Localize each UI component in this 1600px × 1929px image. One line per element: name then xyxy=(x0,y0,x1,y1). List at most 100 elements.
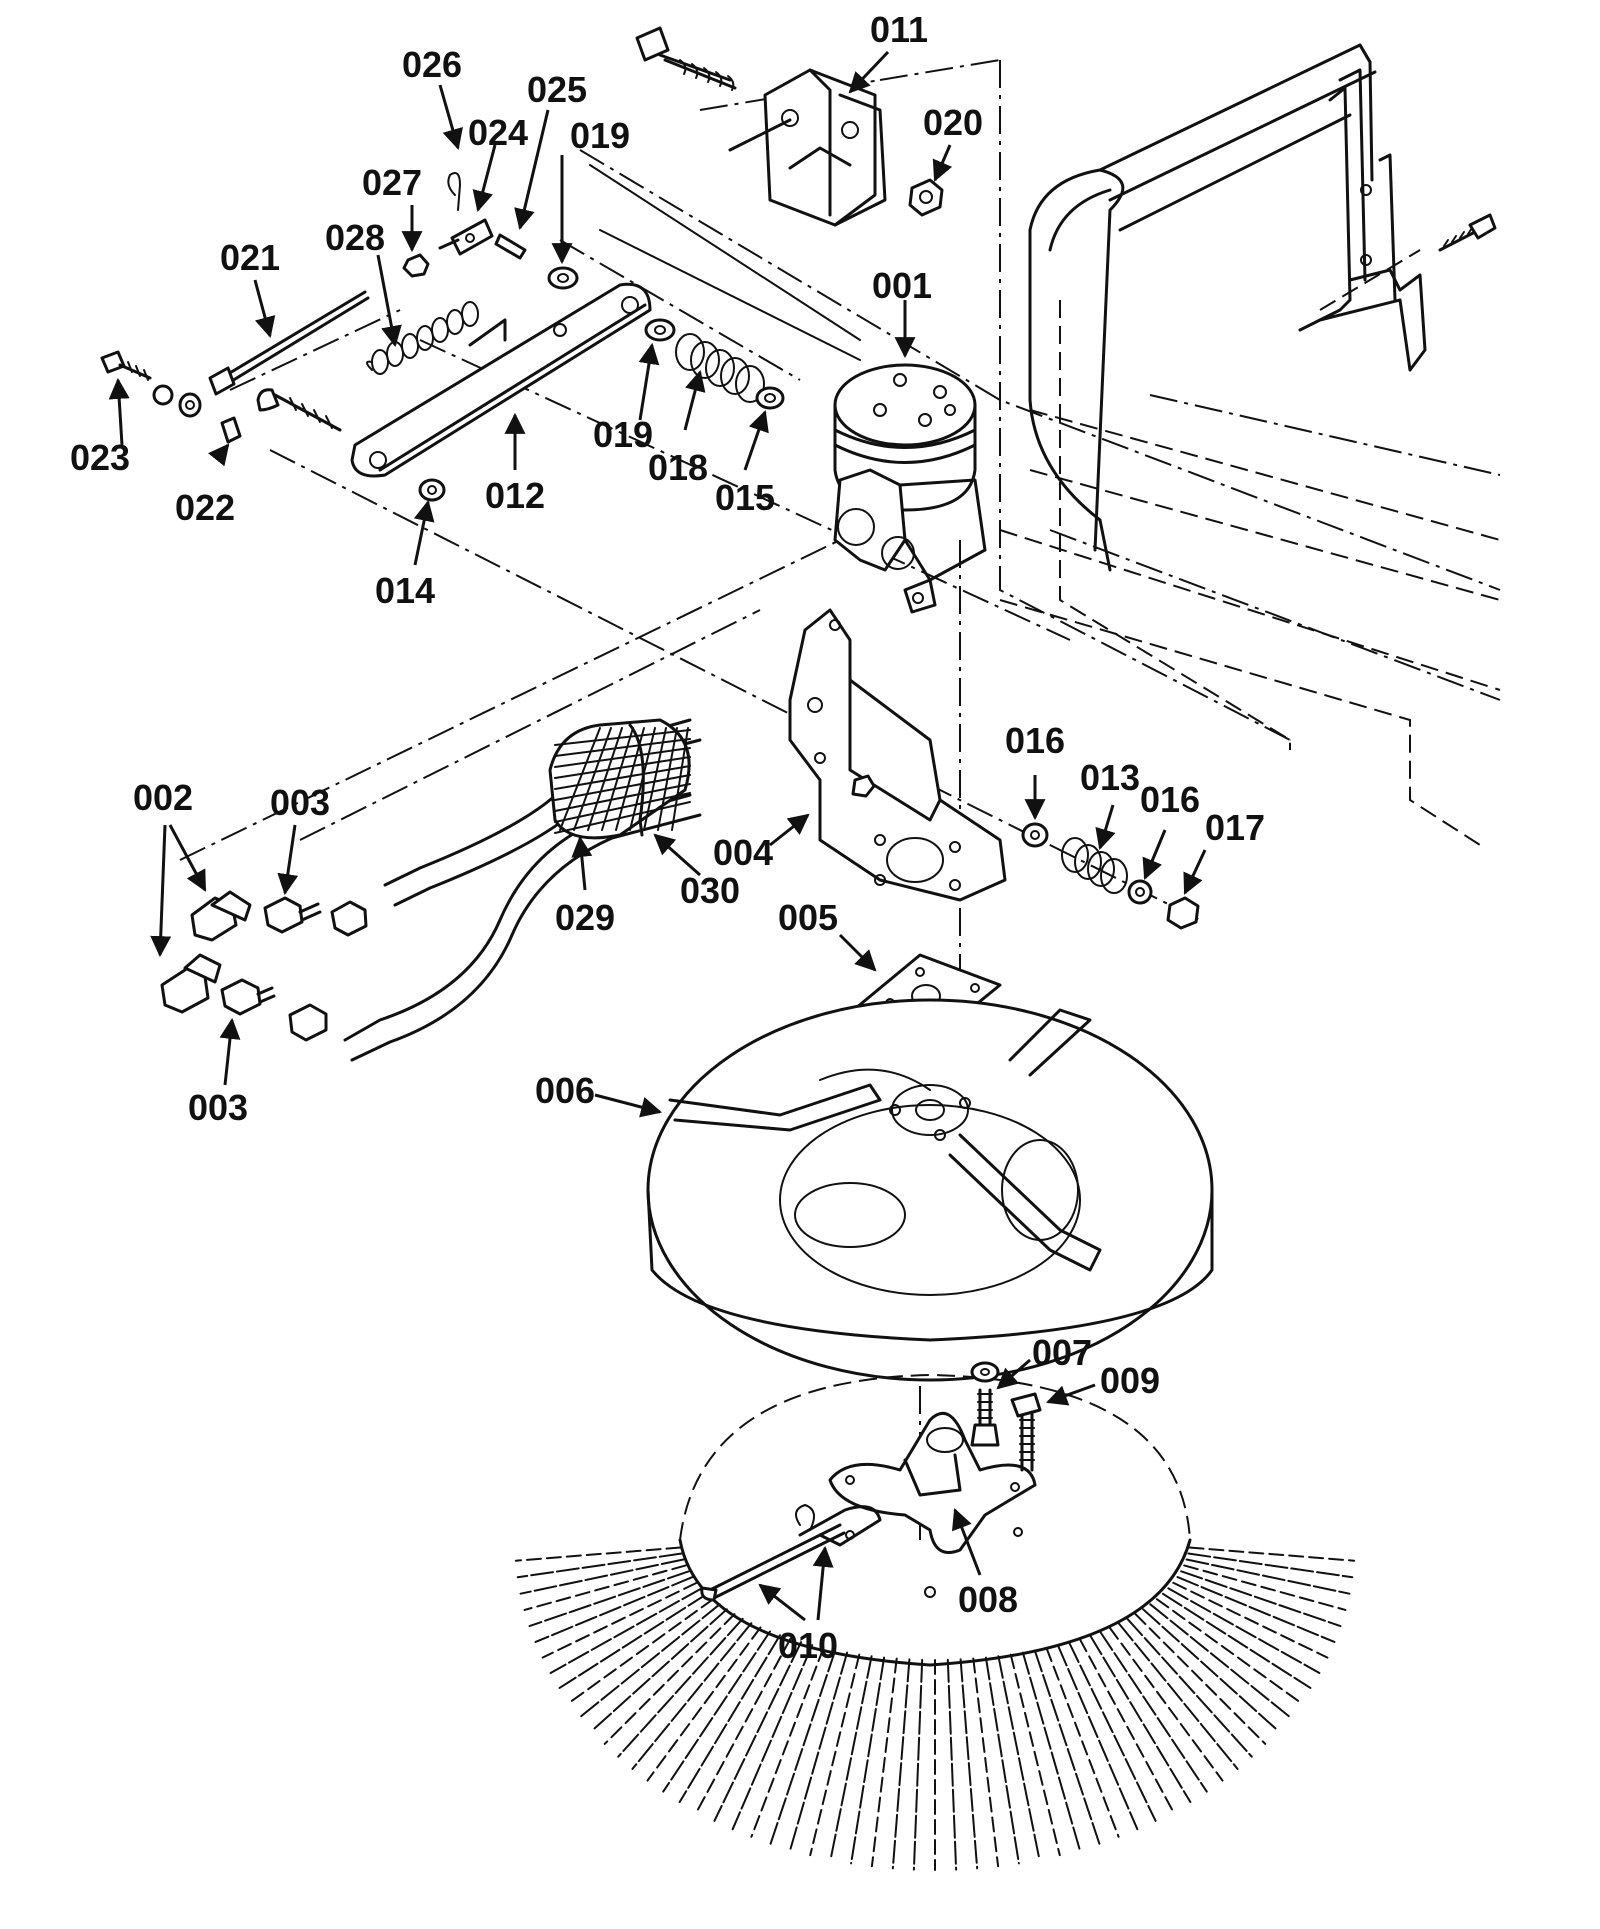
callout-005: 005 xyxy=(778,897,838,938)
callout-006: 006 xyxy=(535,1070,595,1111)
bracket-011 xyxy=(635,26,887,227)
sleeve-mesh-line xyxy=(559,727,601,831)
brush-bristle xyxy=(1021,1651,1081,1851)
clevis-024 xyxy=(438,218,494,256)
brush-bristle xyxy=(1155,1598,1302,1704)
brush-bristle xyxy=(1142,1608,1279,1732)
spring-018 xyxy=(675,333,765,403)
brush-bristle xyxy=(558,1592,709,1689)
spacer-022 xyxy=(220,416,242,444)
callout-026: 026 xyxy=(402,44,462,85)
callout-023: 023 xyxy=(70,437,130,478)
sleeve-mesh-line xyxy=(643,727,667,831)
sleeve-mesh-line xyxy=(554,756,691,779)
brush-bristle xyxy=(591,1608,728,1732)
callout-021: 021 xyxy=(220,237,280,278)
callout-025: 025 xyxy=(527,69,587,110)
brush-bristle xyxy=(534,1576,694,1643)
brush-bristle xyxy=(1134,1613,1267,1745)
callout-020: 020 xyxy=(923,102,983,143)
callout-001: 001 xyxy=(872,265,932,306)
brush-bristle xyxy=(1067,1641,1157,1822)
callout-003-lower: 003 xyxy=(188,1087,248,1128)
rod-021 xyxy=(208,290,370,396)
brush-bristle xyxy=(1187,1552,1354,1579)
nut-020 xyxy=(908,178,944,217)
brush-bristle xyxy=(750,1646,825,1838)
callout-018: 018 xyxy=(648,447,708,488)
callout-019-bottom: 019 xyxy=(593,414,653,455)
fitting-002-upper xyxy=(190,890,252,942)
washer-023 xyxy=(152,384,202,418)
brush-bristle xyxy=(549,1587,703,1674)
sleeve-mesh-line xyxy=(657,727,678,831)
fitting-002-lower xyxy=(160,953,222,1014)
washer-014 xyxy=(418,478,446,502)
brush-bristle xyxy=(646,1626,762,1782)
brush-bristle xyxy=(1126,1617,1253,1758)
pivot-arm-012 xyxy=(350,282,652,478)
brush-bristle xyxy=(713,1641,803,1822)
callout-007: 007 xyxy=(1032,1332,1092,1373)
brush-bristle xyxy=(617,1617,744,1758)
bolt-023 xyxy=(100,350,152,381)
spring-028 xyxy=(366,301,479,375)
callout-019-top: 019 xyxy=(570,115,630,156)
brush-bristle xyxy=(829,1655,873,1861)
brush-bristle xyxy=(769,1649,837,1845)
chassis-frame xyxy=(1028,43,1497,572)
callout-004: 004 xyxy=(713,832,773,873)
brush-bristle xyxy=(1188,1546,1356,1562)
pin-025 xyxy=(494,233,527,260)
callout-029: 029 xyxy=(555,897,615,938)
cable-tie-030 xyxy=(628,723,645,837)
pin-026 xyxy=(447,172,461,211)
brush-bristle xyxy=(1149,1603,1291,1718)
callout-028: 028 xyxy=(325,217,385,258)
brush-bristle xyxy=(516,1552,683,1579)
brush-bristle xyxy=(1098,1630,1208,1793)
brush-bristle xyxy=(695,1637,792,1813)
brush-bristle xyxy=(523,1564,687,1611)
callout-008: 008 xyxy=(958,1579,1018,1620)
sweeper-brush xyxy=(514,1361,1356,1871)
callout-009: 009 xyxy=(1100,1360,1160,1401)
sleeve-mesh-line xyxy=(554,765,691,790)
bolt-012-long xyxy=(256,388,342,432)
brush-bristle xyxy=(1089,1634,1192,1804)
brush-bristle xyxy=(1183,1564,1347,1611)
brush-bristle xyxy=(1176,1576,1336,1643)
brush-bristle xyxy=(514,1546,682,1562)
brush-bristle xyxy=(1108,1626,1224,1782)
brush-bristle xyxy=(1180,1570,1342,1628)
callout-013: 013 xyxy=(1080,757,1140,798)
washer-016-left xyxy=(1021,822,1049,848)
hose-sleeve-029 xyxy=(548,718,691,840)
washer-015 xyxy=(755,386,785,410)
brush-bristle xyxy=(1056,1644,1139,1831)
sleeve-mesh-line xyxy=(554,738,691,757)
washer-016-right xyxy=(1127,879,1153,905)
sleeve-mesh-line xyxy=(671,727,689,831)
brush-bristle xyxy=(891,1658,911,1870)
spring-013 xyxy=(1061,837,1128,894)
sleeve-mesh-line xyxy=(573,727,612,831)
brush-bristle xyxy=(1117,1622,1239,1770)
callout-030: 030 xyxy=(680,870,740,911)
brush-bristle xyxy=(809,1653,861,1857)
callout-015: 015 xyxy=(715,477,775,518)
callout-016-left: 016 xyxy=(1005,720,1065,761)
callout-014: 014 xyxy=(375,570,435,611)
brush-plate-006 xyxy=(646,998,1214,1382)
brush-bristle xyxy=(568,1598,715,1704)
sleeve-mesh-line xyxy=(554,801,691,834)
brush-bristle xyxy=(850,1656,886,1865)
motor-bracket-004 xyxy=(788,608,1007,902)
brush-bristle xyxy=(912,1658,924,1871)
callout-labels: 001 002 003 003 004 005 006 007 008 009 … xyxy=(70,9,1265,1666)
callout-024: 024 xyxy=(468,112,528,153)
brush-bristle xyxy=(678,1634,781,1804)
brush-bristle xyxy=(1185,1558,1351,1595)
brush-bristle xyxy=(959,1658,979,1870)
sleeve-mesh-line xyxy=(554,747,691,768)
